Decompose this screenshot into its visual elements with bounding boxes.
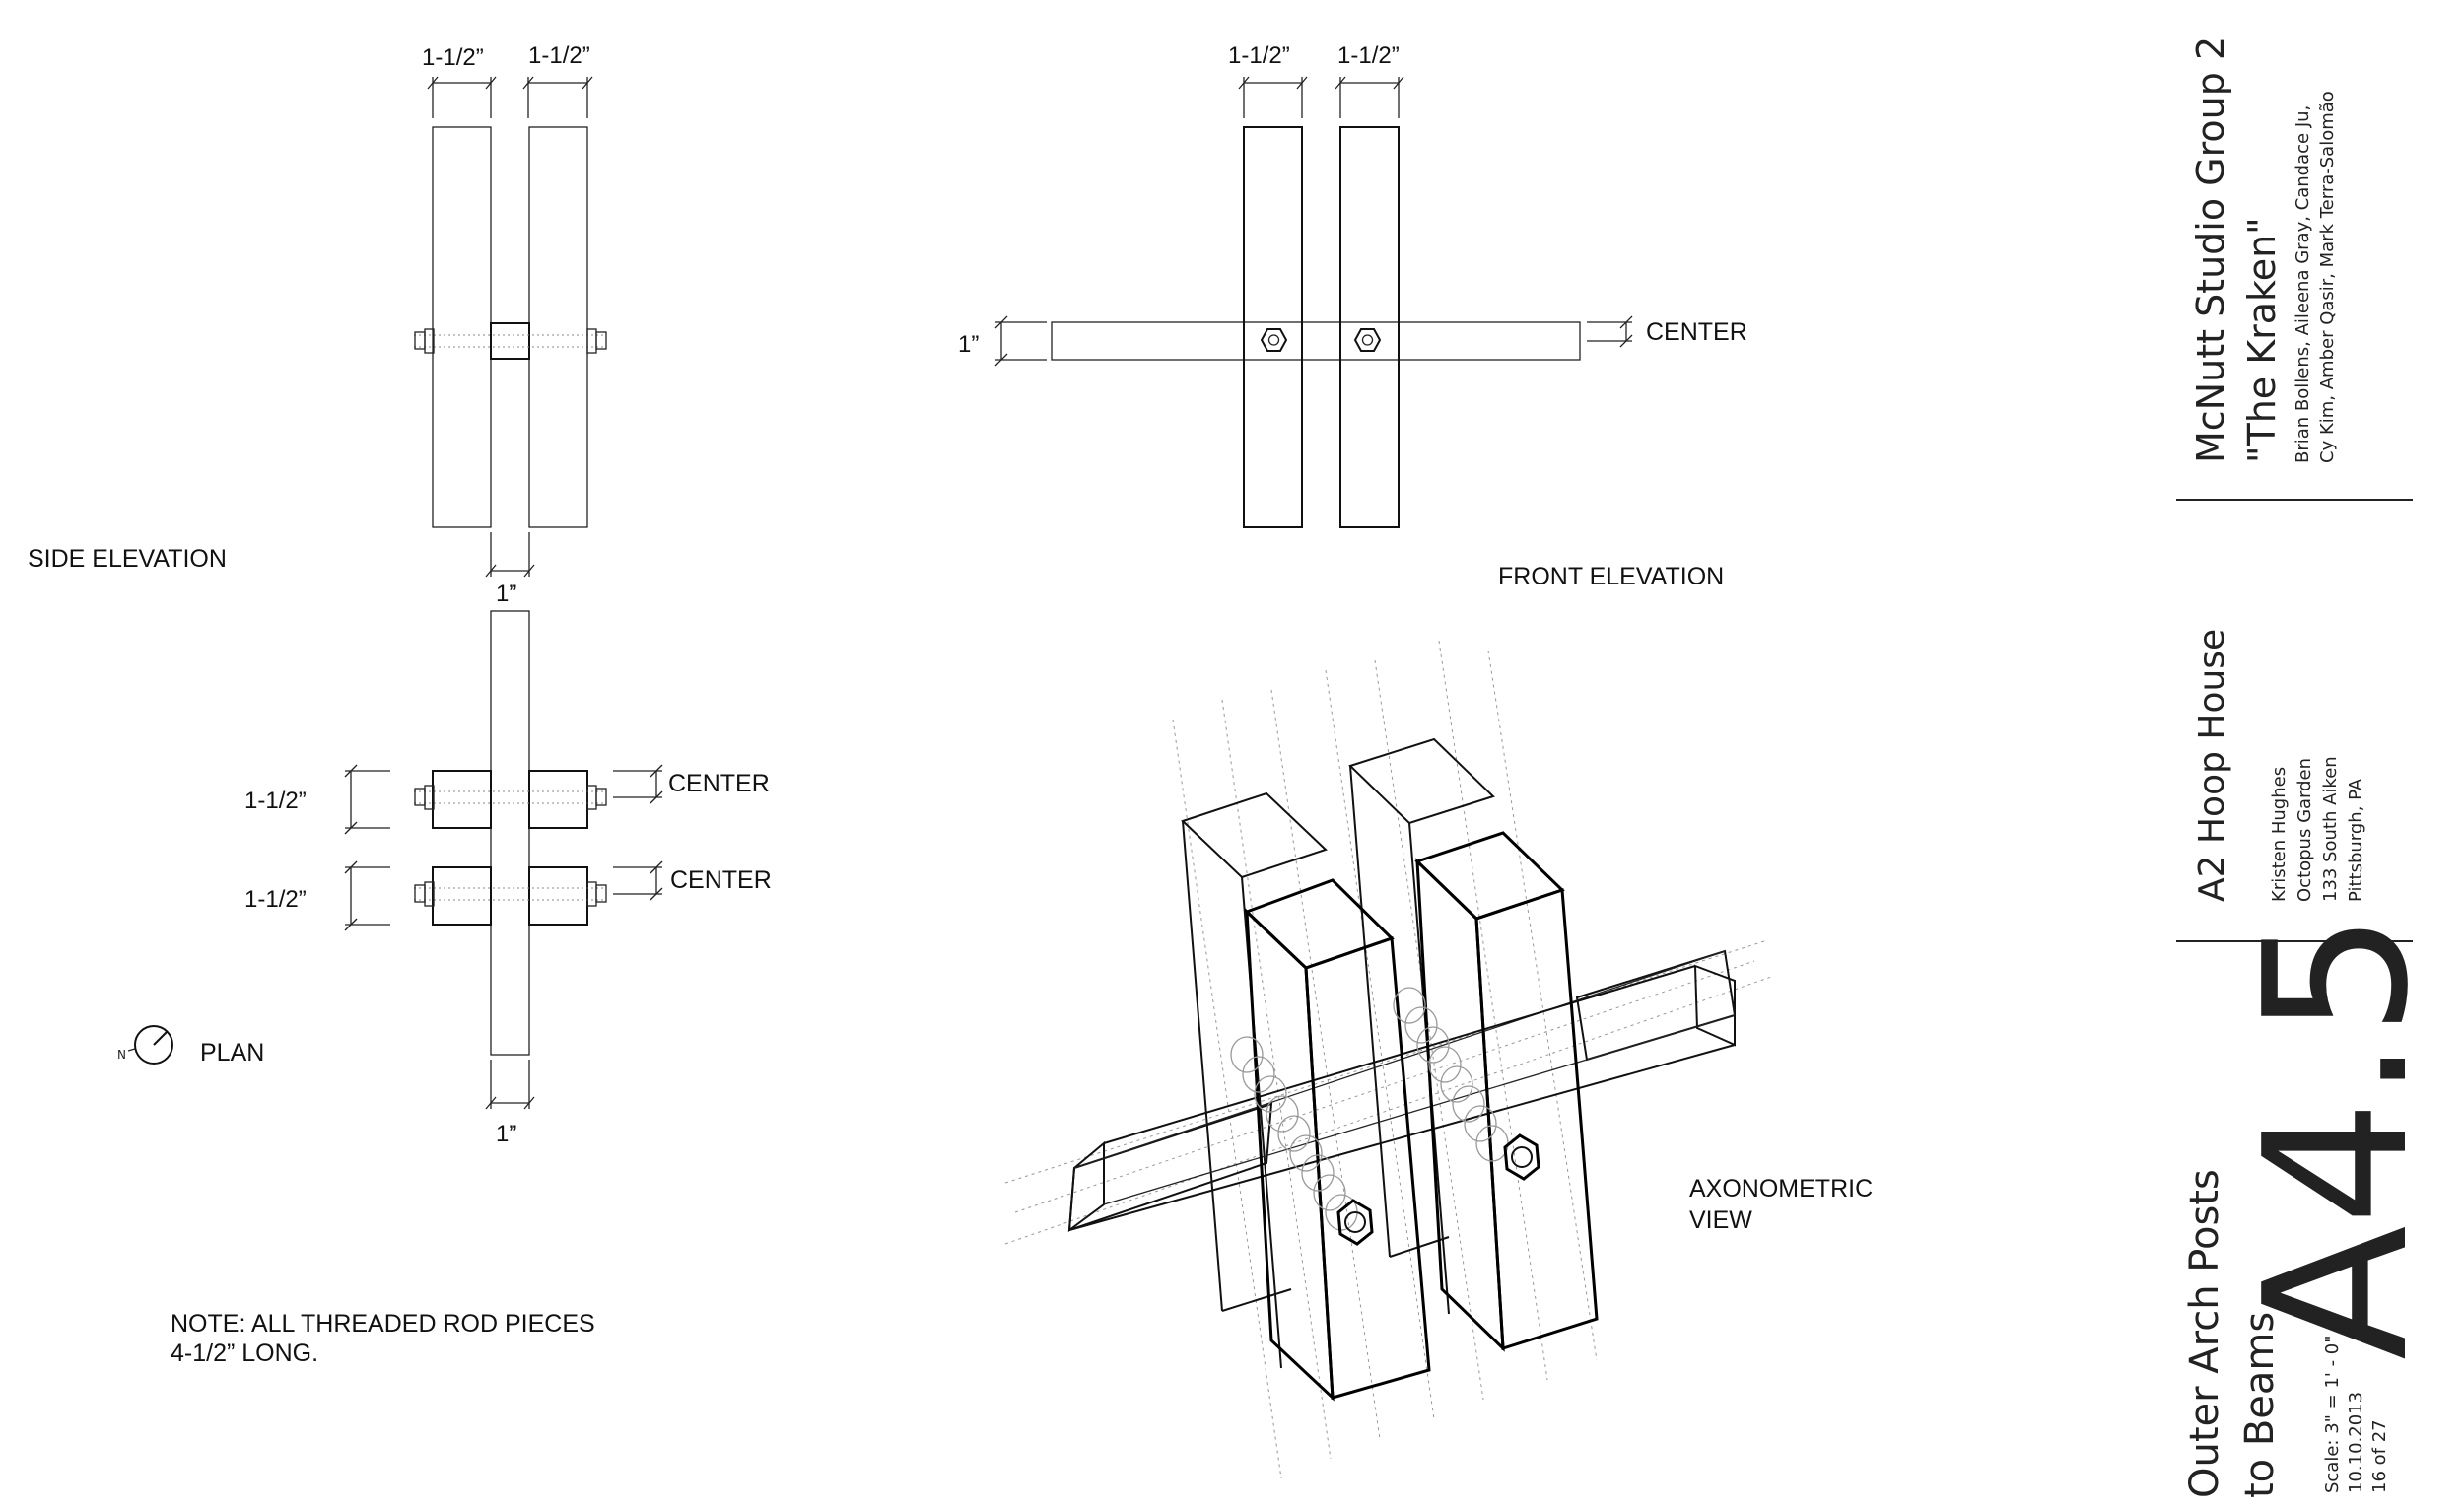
- title-client-line2: Octopus Garden: [2294, 758, 2315, 902]
- side-elevation-drawing: [414, 76, 607, 578]
- axonometric-label-line2: VIEW: [1689, 1206, 1752, 1234]
- sheet-page: 16 of 27: [2369, 1419, 2390, 1493]
- front-dim-top-right: 1-1/2”: [1337, 42, 1400, 69]
- note-line1: NOTE: ALL THREADED ROD PIECES: [171, 1310, 595, 1338]
- front-dim-side: 1”: [958, 331, 979, 358]
- north-arrow-icon: [127, 1025, 173, 1065]
- axonometric-drawing: [1004, 640, 1775, 1479]
- title-client-line3: 133 South Aiken: [2320, 756, 2341, 902]
- sheet-title-line2: to Beams: [2237, 1312, 2283, 1498]
- hex-nut-icon: [1336, 1133, 1540, 1246]
- side-dim-bottom: 1”: [496, 581, 516, 607]
- note-line2: 4-1/2” LONG.: [171, 1339, 318, 1367]
- plan-center-lower-label: CENTER: [670, 866, 772, 894]
- north-letter: N: [117, 1048, 126, 1062]
- title-client-line1: Kristen Hughes: [2269, 767, 2290, 902]
- front-dim-top-left: 1-1/2”: [1228, 42, 1290, 69]
- sheet-scale: Scale: 3" = 1' - 0": [2322, 1335, 2343, 1493]
- front-elevation-drawing: [994, 76, 1633, 528]
- sheet-number: A4.5: [2223, 912, 2452, 1360]
- plan-label: PLAN: [200, 1039, 264, 1066]
- side-dim-top-right: 1-1/2”: [528, 42, 590, 69]
- side-dim-top-left: 1-1/2”: [422, 44, 484, 71]
- front-elevation-label: FRONT ELEVATION: [1498, 563, 1724, 590]
- plan-dim-bottom: 1”: [496, 1121, 516, 1147]
- axonometric-label-line1: AXONOMETRIC: [1689, 1175, 1873, 1202]
- title-group: McNutt Studio Group 2: [2189, 36, 2232, 463]
- plan-drawing: [344, 610, 663, 1110]
- plan-dim-lower: 1-1/2”: [244, 886, 307, 913]
- side-elevation-label: SIDE ELEVATION: [28, 545, 227, 573]
- title-members-line1: Brian Bollens, Aileena Gray, Candace Ju,: [2293, 105, 2313, 463]
- title-project: A2 Hoop House: [2192, 629, 2232, 902]
- front-center-label: CENTER: [1646, 318, 1747, 346]
- title-project-name: "The Kraken": [2240, 217, 2284, 463]
- title-client-line4: Pittsburgh, PA: [2346, 778, 2366, 902]
- plan-center-upper-label: CENTER: [668, 770, 770, 797]
- sheet-title-line1: Outer Arch Posts: [2182, 1169, 2227, 1498]
- title-block: McNutt Studio Group 2 "The Kraken" Brian…: [2176, 36, 2452, 1498]
- title-members-line2: Cy Kim, Amber Qasir, Mark Terra-Salomão: [2317, 91, 2338, 463]
- sheet-date: 10.10.2013: [2346, 1392, 2366, 1493]
- plan-dim-upper: 1-1/2”: [244, 788, 307, 814]
